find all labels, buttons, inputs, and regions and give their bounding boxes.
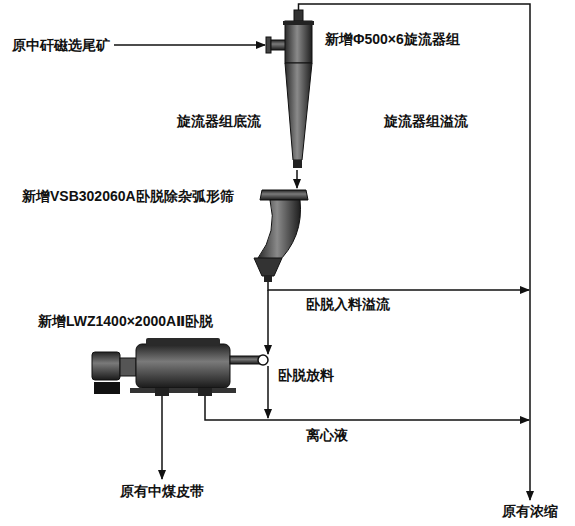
centrifuge-unit: 新增LWZ1400×2000AⅡ卧脱: [88, 336, 268, 396]
flow-label: 旋流器组溢流: [382, 112, 470, 130]
input-label: 原中矸磁选尾矿: [12, 36, 110, 54]
output-label: 原有浓缩: [502, 502, 558, 520]
flow-line: [267, 366, 269, 418]
node-text: 新增VSB302060A卧脱除杂弧形筛: [22, 187, 234, 205]
node-text: 新增LWZ1400×2000AⅡ卧脱: [38, 312, 213, 330]
flow-label: 卧脱放料: [276, 366, 336, 384]
flow-line: [299, 4, 531, 500]
centrifuge-drawing: [92, 338, 268, 396]
flow-label: 卧脱入料溢流: [304, 295, 392, 313]
flow-line: [205, 396, 529, 420]
output-label: 原有中煤皮带: [120, 482, 204, 500]
flow-line: [267, 290, 269, 354]
flow-line: [161, 396, 163, 479]
node-text: 原有浓缩: [502, 502, 558, 520]
node-text: 原有中煤皮带: [120, 482, 204, 500]
arc-screen-unit: 新增VSB302060A卧脱除杂弧形筛: [250, 186, 312, 282]
flow-line: [268, 282, 529, 290]
flow-line: [296, 170, 298, 188]
flow-label: 旋流器组底流: [175, 112, 263, 130]
flow-label: 离心液: [304, 426, 350, 444]
arc-screen-drawing: [254, 190, 308, 282]
cyclone-drawing: [266, 10, 314, 168]
node-text: 新增Φ500×6旋流器组: [325, 30, 460, 48]
flow-line: [114, 44, 265, 46]
cyclone-unit: 新增Φ500×6旋流器组: [264, 8, 314, 170]
node-text: 原中矸磁选尾矿: [12, 36, 110, 54]
